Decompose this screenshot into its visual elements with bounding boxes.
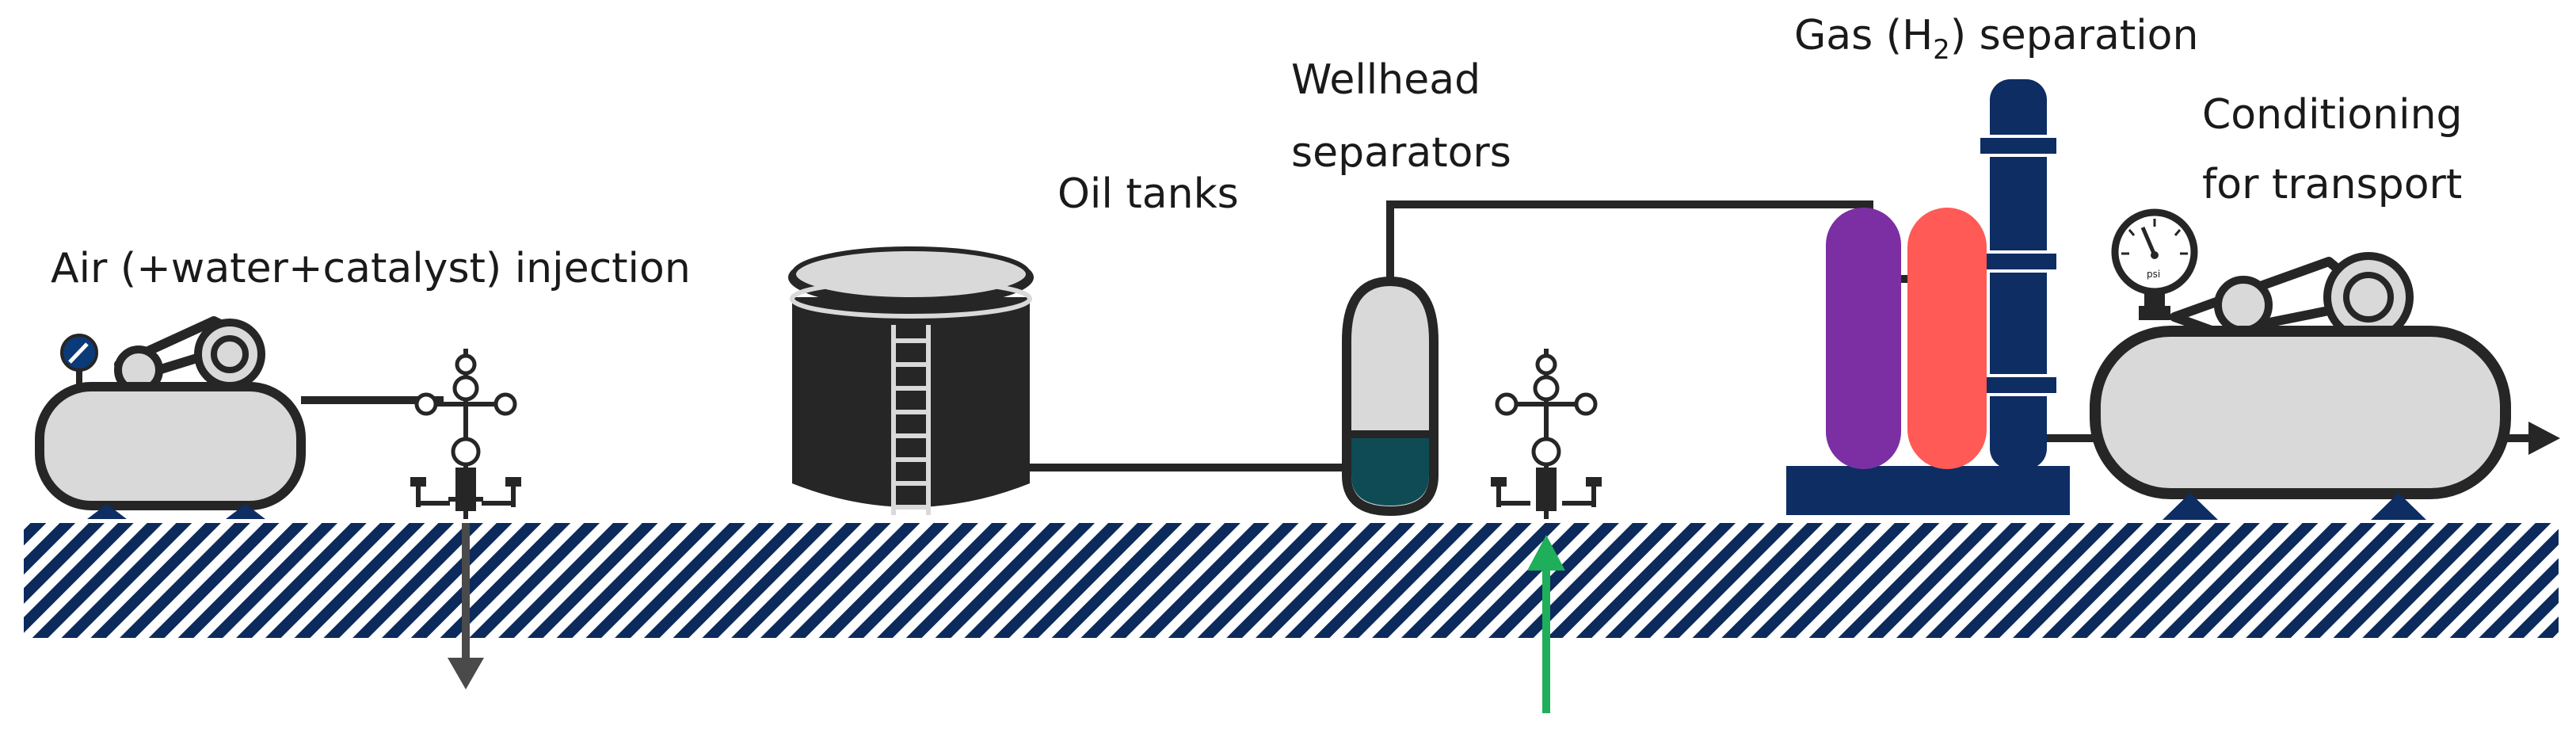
arrow-up-icon bbox=[1527, 535, 1565, 713]
wellhead-separators-label-line2: separators bbox=[1291, 129, 1511, 177]
christmas-tree-wellhead-icon bbox=[410, 349, 521, 519]
transport-compressor-icon: psi bbox=[2090, 208, 2511, 520]
christmas-tree-wellhead-icon bbox=[1491, 349, 1602, 519]
gas-separation-column-icon bbox=[1786, 79, 2070, 515]
gas-separation-prefix: Gas (H bbox=[1794, 12, 1933, 59]
conditioning-label-line1: Conditioning bbox=[2202, 91, 2463, 139]
wellhead-separator-vessel-icon bbox=[1342, 276, 1439, 517]
gas-separation-label: Gas (H2) separation bbox=[1794, 12, 2198, 66]
injection-label: Air (+water+catalyst) injection bbox=[51, 245, 691, 292]
gas-line bbox=[1386, 200, 1873, 281]
conditioning-label-line2: for transport bbox=[2202, 161, 2462, 208]
wellhead-separators-label-line1: Wellhead bbox=[1291, 56, 1480, 104]
gauge-unit-label: psi bbox=[2147, 269, 2160, 280]
arrow-right-icon bbox=[2506, 422, 2560, 455]
ground-hatch bbox=[24, 523, 2559, 638]
air-compressor-icon bbox=[35, 316, 306, 519]
gas-separation-subscript: 2 bbox=[1933, 34, 1950, 66]
oil-storage-tank-icon bbox=[788, 246, 1034, 515]
arrow-down-icon bbox=[448, 523, 484, 689]
oil-tanks-label: Oil tanks bbox=[1057, 170, 1239, 218]
gas-separation-suffix: ) separation bbox=[1950, 12, 2199, 59]
